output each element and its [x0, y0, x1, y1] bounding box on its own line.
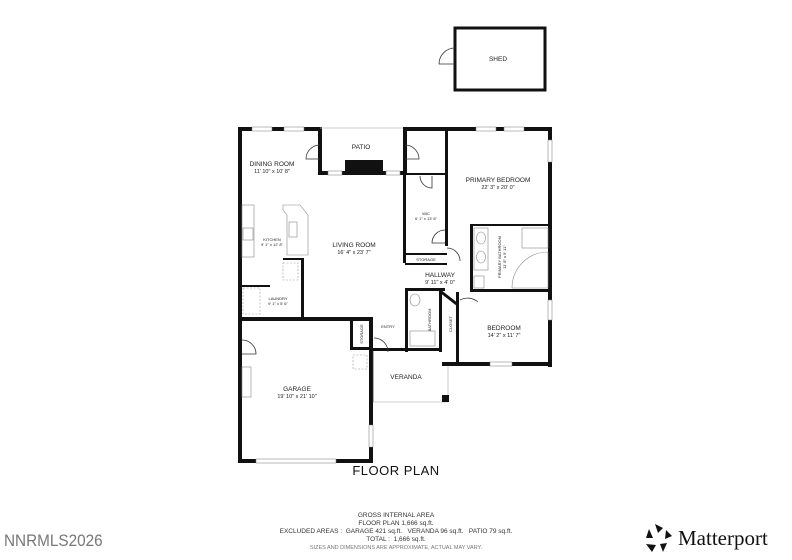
matterport-logo-icon [646, 524, 672, 552]
room-label-bathroom: BATHROOM [427, 309, 432, 332]
room-label-storage-garage: STORAGE [359, 324, 364, 344]
room-dims-primary-bathroom: 11' 8" x 9' 11" [502, 245, 507, 269]
room-dims-hallway: 9' 11" x 4' 0" [425, 280, 455, 286]
room-dims-laundry: 9' 1" x 5' 6" [268, 301, 288, 306]
room-label-entry: ENTRY [381, 324, 395, 329]
room-label-laundry: LAUNDRY [268, 296, 287, 301]
room-label-patio: PATIO [352, 144, 371, 151]
room-label-living-room: LIVING ROOM [332, 242, 375, 249]
area-summary: GROSS INTERNAL AREA FLOOR PLAN 1,666 sq.… [0, 512, 792, 552]
house-walls [238, 126, 553, 464]
room-label-shed: SHED [489, 56, 507, 63]
room-dims-living-room: 16' 4" x 23' 7" [337, 250, 370, 256]
room-label-kitchen: KITCHEN [263, 237, 281, 242]
room-label-storage-hall: STORAGE [416, 257, 436, 262]
matterport-wordmark: Matterport [678, 525, 768, 550]
room-labels: PATIO DINING ROOM 11' 10" x 10' 8" KITCH… [250, 144, 531, 400]
doors-and-fixtures [241, 144, 549, 398]
matterport-logo: Matterport [646, 524, 768, 552]
area-heading: GROSS INTERNAL AREA [357, 512, 435, 519]
room-dims-dining-room: 11' 10" x 10' 8" [254, 169, 290, 175]
room-label-primary-bathroom: PRIMARY BATHROOM [497, 236, 502, 278]
room-label-primary-bedroom: PRIMARY BEDROOM [466, 177, 531, 184]
room-label-wic: WIC [422, 211, 430, 216]
area-floor-plan: FLOOR PLAN 1,666 sq.ft. [358, 520, 434, 527]
room-dims-wic: 6' 1" x 13' 6" [415, 216, 438, 221]
room-label-hallway: HALLWAY [425, 272, 456, 279]
room-label-bedroom: BEDROOM [487, 325, 521, 332]
room-label-dining-room: DINING ROOM [250, 161, 295, 168]
area-total: TOTAL : 1,666 sq.ft. [366, 536, 426, 543]
room-dims-kitchen: 9' 1" x 12' 8" [261, 242, 284, 247]
room-dims-bedroom: 14' 2" x 11' 7" [488, 333, 521, 339]
shed: SHED [438, 26, 547, 92]
room-label-garage: GARAGE [283, 386, 311, 393]
area-excluded: EXCLUDED AREAS : GARAGE 421 sq.ft. VERAN… [279, 528, 513, 535]
room-label-veranda: VERANDA [390, 374, 422, 381]
floor-plan-title: FLOOR PLAN [352, 463, 440, 478]
room-dims-primary-bedroom: 22' 3" x 20' 0" [481, 185, 514, 191]
disclaimer: SIZES AND DIMENSIONS ARE APPROXIMATE, AC… [309, 545, 483, 551]
room-dims-garage: 19' 10" x 21' 10" [277, 394, 316, 400]
mls-watermark: NNRMLS2026 [4, 531, 103, 550]
room-label-closet: CLOSET [448, 315, 453, 332]
